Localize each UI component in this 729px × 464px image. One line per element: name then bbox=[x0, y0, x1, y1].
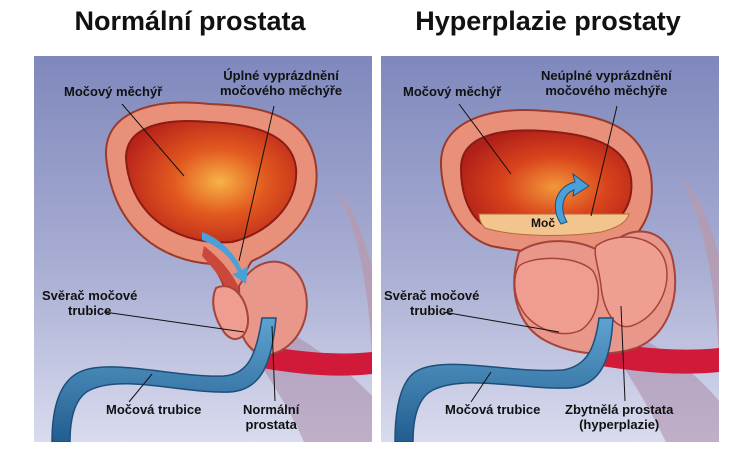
urethra bbox=[51, 317, 277, 442]
title-normal-prostate: Normální prostata bbox=[74, 6, 306, 36]
prostate-lobe bbox=[212, 285, 250, 340]
hyperplasia-illustration bbox=[381, 56, 719, 442]
leader-urethra bbox=[470, 371, 492, 403]
leader-prostate bbox=[620, 305, 626, 402]
label-urethra: Močová trubice bbox=[106, 402, 202, 417]
label-emptying: Neúplné vyprázdnění močového měchýře bbox=[541, 68, 672, 98]
prostate bbox=[237, 260, 308, 356]
prostate-lobe-right bbox=[594, 236, 668, 328]
label-bladder: Močový měchýř bbox=[403, 84, 502, 99]
bladder-lumen bbox=[124, 120, 298, 244]
leader-emptying bbox=[238, 105, 275, 262]
leader-bladder bbox=[121, 103, 185, 177]
artery bbox=[262, 346, 372, 376]
label-sphincter: Svěrač močové trubice bbox=[42, 288, 138, 318]
leader-sphincter bbox=[442, 311, 560, 333]
panel-prostate-hyperplasia: Močový měchýř Neúplné vyprázdnění močové… bbox=[381, 56, 719, 442]
title-prostate-hyperplasia: Hyperplazie prostaty bbox=[415, 6, 681, 36]
label-urethra: Močová trubice bbox=[445, 402, 541, 417]
side-tissue bbox=[681, 176, 719, 356]
label-prostate: Normální prostata bbox=[243, 402, 300, 432]
label-prostate: Zbytnělá prostata (hyperplazie) bbox=[565, 402, 674, 432]
leader-sphincter bbox=[103, 311, 245, 333]
label-sphincter: Svěrač močové trubice bbox=[384, 288, 480, 318]
urine-backflow-arrow bbox=[554, 172, 590, 225]
label-urine: Moč bbox=[531, 216, 555, 230]
urethra bbox=[394, 317, 614, 442]
leader-prostate bbox=[271, 325, 276, 402]
urine-flow-arrow bbox=[202, 232, 248, 284]
label-bladder: Močový měchýř bbox=[64, 84, 163, 99]
leader-bladder bbox=[458, 103, 512, 175]
residual-urine bbox=[478, 213, 630, 236]
leader-emptying bbox=[590, 105, 618, 217]
normal-prostate-illustration bbox=[34, 56, 372, 442]
panel-normal-prostate: Močový měchýř Úplné vyprázdnění močového… bbox=[34, 56, 372, 442]
leader-urethra bbox=[128, 373, 153, 403]
prostate-lobe-left bbox=[514, 257, 600, 335]
label-emptying: Úplné vyprázdnění močového měchýře bbox=[220, 68, 343, 98]
side-tissue bbox=[334, 186, 372, 356]
